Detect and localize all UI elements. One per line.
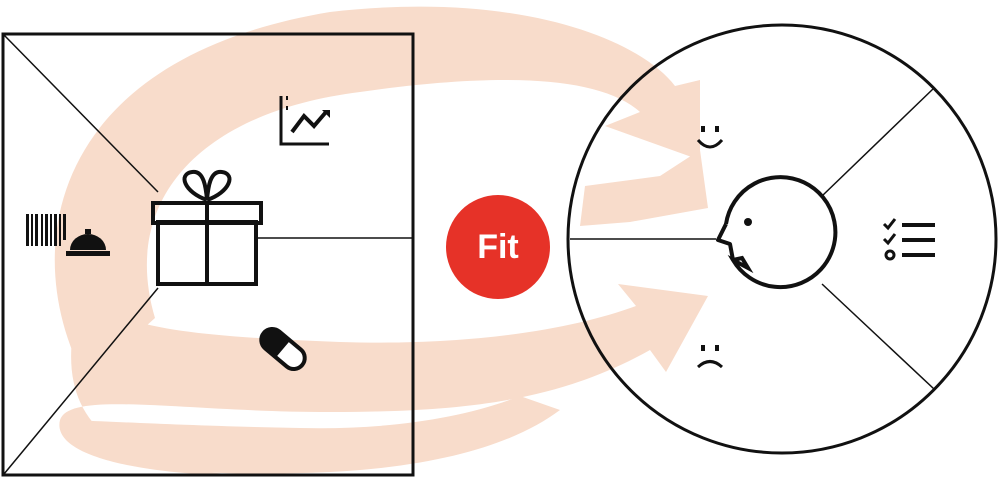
value-map-diagonal-top xyxy=(3,34,159,193)
customer-profile-circle xyxy=(566,23,998,455)
flow-arrows xyxy=(54,6,708,477)
fit-badge xyxy=(446,195,550,299)
value-map-square xyxy=(1,32,415,477)
top-flow-arrow xyxy=(54,6,701,381)
bottom-flow-tail xyxy=(60,396,560,474)
center-flow-arrow xyxy=(580,150,708,226)
barcode-icon xyxy=(26,214,66,246)
bottom-flow-arrow xyxy=(59,284,708,477)
pill-capsule-icon xyxy=(259,327,307,371)
sad-face-icon xyxy=(696,345,724,369)
smiley-face-icon xyxy=(696,126,724,149)
customer-profile xyxy=(566,23,998,455)
profile-divider-upper xyxy=(821,87,935,197)
checklist-icon xyxy=(882,218,935,261)
profile-divider-lower xyxy=(821,283,935,390)
value-map-diagonal-bottom xyxy=(3,287,159,475)
chart-growth-icon xyxy=(279,96,330,146)
customer-head-icon xyxy=(716,175,838,290)
gift-icon xyxy=(151,169,263,286)
value-map xyxy=(1,32,415,477)
service-bell-icon xyxy=(66,229,110,256)
